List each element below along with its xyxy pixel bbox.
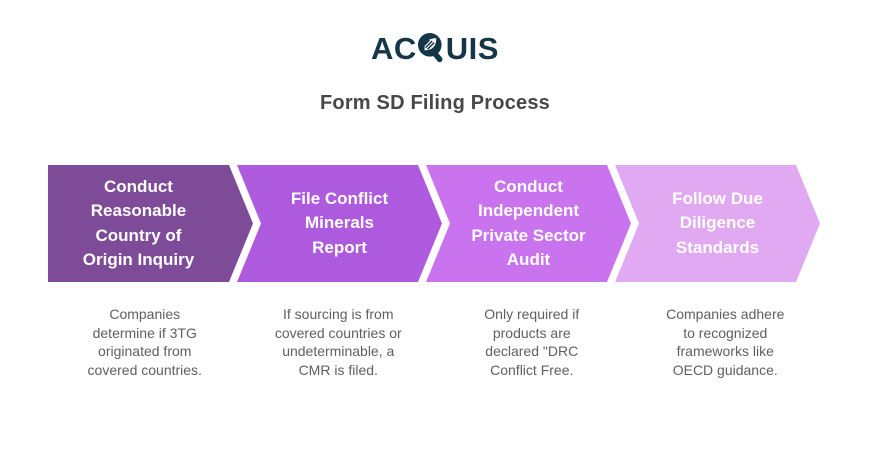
process-arrow-band: Conduct Reasonable Country of Origin Inq… <box>48 165 822 282</box>
page-title: Form SD Filing Process <box>319 92 550 114</box>
step-1-description: Companies determine if 3TG originated fr… <box>87 306 202 378</box>
step-4-description: Companies adhere to recognized framework… <box>666 306 785 378</box>
header: AC UIS <box>0 0 870 67</box>
logo-text-right: UIS <box>445 31 499 66</box>
process-step-2-arrow: File Conflict Minerals Report <box>237 165 442 282</box>
process-step-4-arrow: Follow Due Diligence Standards <box>615 165 820 282</box>
step-2-description: If sourcing is from covered countries or… <box>274 306 402 378</box>
process-step-3-arrow: Conduct Independent Private Sector Audit <box>426 165 631 282</box>
logo-text-left: AC <box>371 31 417 66</box>
leaf-in-q-icon <box>417 33 445 70</box>
process-step-1-arrow: Conduct Reasonable Country of Origin Inq… <box>48 165 253 282</box>
acquis-logo: AC UIS <box>371 30 499 67</box>
step-3-description: Only required if products are declared "… <box>484 306 580 378</box>
step-descriptions: Companies determine if 3TG originated fr… <box>48 305 822 379</box>
